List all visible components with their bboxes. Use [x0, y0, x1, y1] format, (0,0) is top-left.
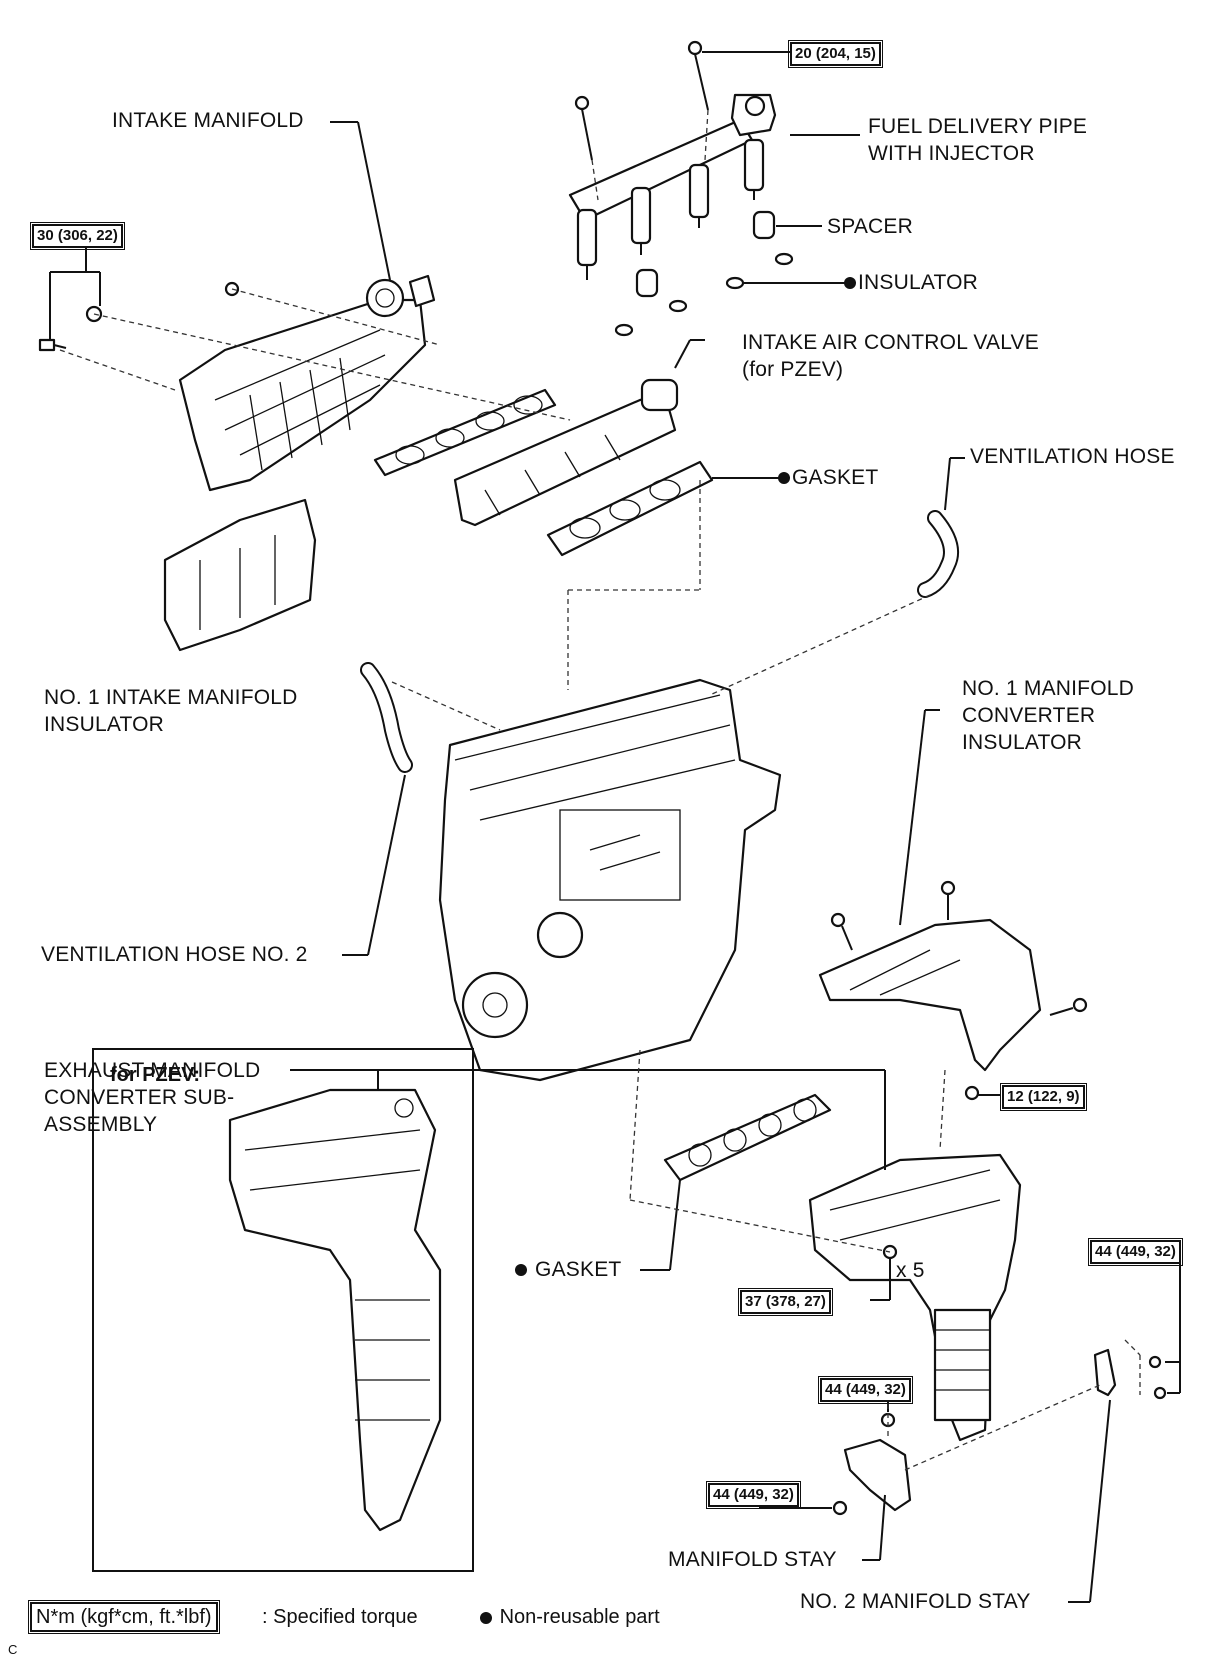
label-no1-manifold-converter-insulator: NO. 1 MANIFOLD CONVERTER INSULATOR [962, 677, 1134, 754]
torque-no2-stay-bolt: 44 (449, 32) [1088, 1238, 1183, 1266]
no2-manifold-stay-drawing [1068, 1250, 1181, 1603]
intake-gasket-drawing [373, 388, 557, 477]
label-no2-manifold-stay: NO. 2 MANIFOLD STAY [800, 1590, 1031, 1613]
torque-fuel-pipe-bolt: 20 (204, 15) [788, 40, 883, 68]
corner-mark: C [8, 1642, 18, 1657]
exhaust-nut-leader [870, 1244, 898, 1301]
torque-stay-bolt-upper: 44 (449, 32) [818, 1376, 913, 1404]
manifold-stay-drawing [759, 1395, 912, 1561]
pzev-inset-frame [92, 1048, 474, 1572]
non-reusable-dot-icon [480, 1611, 492, 1624]
legend-non-reusable: Non-reusable part [480, 1604, 660, 1630]
label-fuel-delivery-pipe: FUEL DELIVERY PIPE WITH INJECTOR [868, 115, 1088, 165]
label-leader-lines [330, 121, 860, 281]
non-reusable-dot-icon [844, 277, 856, 290]
intake-manifold-drawing [178, 274, 436, 492]
intake-bolt-icons [38, 245, 240, 352]
torque-insulator-bolt: 12 (122, 9) [1000, 1083, 1087, 1111]
engine-block-drawing [438, 678, 782, 1082]
label-x5: x 5 [896, 1259, 925, 1282]
label-intake-manifold: INTAKE MANIFOLD [112, 109, 304, 132]
torque-intake-manifold-bolt: 30 (306, 22) [30, 222, 125, 250]
intake-air-control-valve-drawing [453, 339, 705, 527]
torque-exhaust-nut: 37 (378, 27) [738, 1288, 833, 1316]
intake-manifold-insulator-drawing [163, 498, 317, 652]
label-gasket-lower-text: GASKET [535, 1258, 622, 1281]
torque-stay-bolt-lower: 44 (449, 32) [706, 1481, 801, 1509]
label-gasket-upper-text: GASKET [792, 466, 879, 489]
non-reusable-dot-icon [515, 1264, 527, 1277]
label-intake-air-control-valve: INTAKE AIR CONTROL VALVE (for PZEV) [742, 331, 1039, 381]
label-ventilation-hose-no2: VENTILATION HOSE NO. 2 [41, 943, 308, 966]
ventilation-hose-drawing [917, 457, 965, 598]
label-manifold-stay: MANIFOLD STAY [668, 1548, 837, 1571]
lower-gasket-drawing [640, 1093, 832, 1271]
pzev-inset-title: for PZEV: [110, 1064, 201, 1086]
label-gasket-upper: GASKET [778, 464, 878, 491]
upper-gasket-drawing [546, 460, 780, 557]
fuel-pipe-bolt-icons [574, 40, 790, 161]
converter-insulator-drawing [818, 709, 1088, 1101]
legend-torque-unit: N*m (kgf*cm, ft.*lbf) [28, 1600, 220, 1634]
spacer-and-insulator-drawings [614, 210, 845, 337]
exhaust-manifold-drawing [290, 1069, 1022, 1442]
non-reusable-dot-icon [778, 472, 790, 485]
ventilation-hose-no2-drawing [342, 662, 413, 956]
label-insulator-text: INSULATOR [858, 271, 979, 294]
label-no1-intake-manifold-insulator: NO. 1 INTAKE MANIFOLD INSULATOR [44, 686, 298, 736]
pzev-converter-drawing [228, 1088, 442, 1532]
legend-torque-desc: : Specified torque [262, 1606, 418, 1628]
label-ventilation-hose: VENTILATION HOSE [970, 445, 1175, 468]
label-spacer: SPACER [827, 215, 913, 238]
legend-non-reusable-text: Non-reusable part [499, 1606, 660, 1628]
label-insulator: INSULATOR [844, 269, 978, 296]
label-exhaust-manifold-converter: EXHAUST MANIFOLD CONVERTER SUB- ASSEMBLY [44, 1059, 261, 1136]
fuel-delivery-pipe-drawing [568, 93, 777, 280]
label-gasket-lower: GASKET [515, 1256, 621, 1283]
dashed-guide-lines [59, 109, 1141, 1471]
